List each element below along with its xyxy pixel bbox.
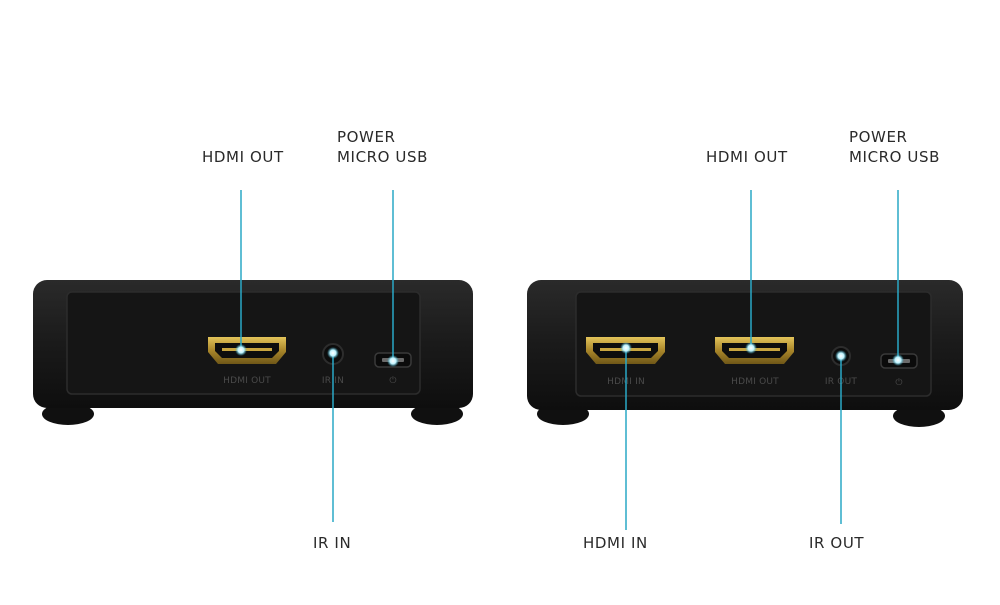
callout-dot-receiver-power	[387, 355, 399, 367]
label-receiver-power-micro-usb: POWER MICRO USB	[337, 127, 428, 167]
callout-dot-receiver-ir-in	[327, 347, 339, 359]
receiver-hdmi-out-port	[208, 337, 286, 364]
label-transmitter-power-line2: MICRO USB	[849, 148, 941, 166]
label-transmitter-ir-out: IR OUT	[809, 534, 865, 552]
label-transmitter-hdmi-out: HDMI OUT	[706, 148, 788, 166]
label-receiver-power-line1: POWER	[337, 128, 396, 146]
callout-dot-transmitter-ir-out	[835, 350, 847, 362]
receiver-foot-left	[42, 403, 94, 425]
receiver-foot-right	[411, 403, 463, 425]
label-receiver-power-line2: MICRO USB	[337, 148, 429, 166]
transmitter-printed-power-symbol: ⏻	[895, 377, 902, 388]
callout-dot-transmitter-hdmi-out	[745, 342, 757, 354]
receiver-printed-power-symbol: ⏻	[389, 375, 396, 386]
callout-dot-receiver-hdmi-out	[235, 344, 247, 356]
receiver-printed-hdmi-out: HDMI OUT	[223, 376, 271, 386]
label-receiver-ir-in: IR IN	[313, 534, 352, 552]
transmitter-printed-hdmi-out: HDMI OUT	[731, 377, 779, 387]
callout-dot-transmitter-hdmi-in	[620, 342, 632, 354]
label-transmitter-hdmi-in: HDMI IN	[583, 534, 648, 552]
label-transmitter-power-line1: POWER	[849, 128, 908, 146]
callout-dot-transmitter-power	[892, 354, 904, 366]
label-receiver-hdmi-out: HDMI OUT	[202, 148, 284, 166]
label-transmitter-power-micro-usb: POWER MICRO USB	[849, 127, 940, 167]
receiver-device: HDMI OUT IR IN ⏻	[33, 280, 473, 425]
transmitter-foot-right	[893, 405, 945, 427]
